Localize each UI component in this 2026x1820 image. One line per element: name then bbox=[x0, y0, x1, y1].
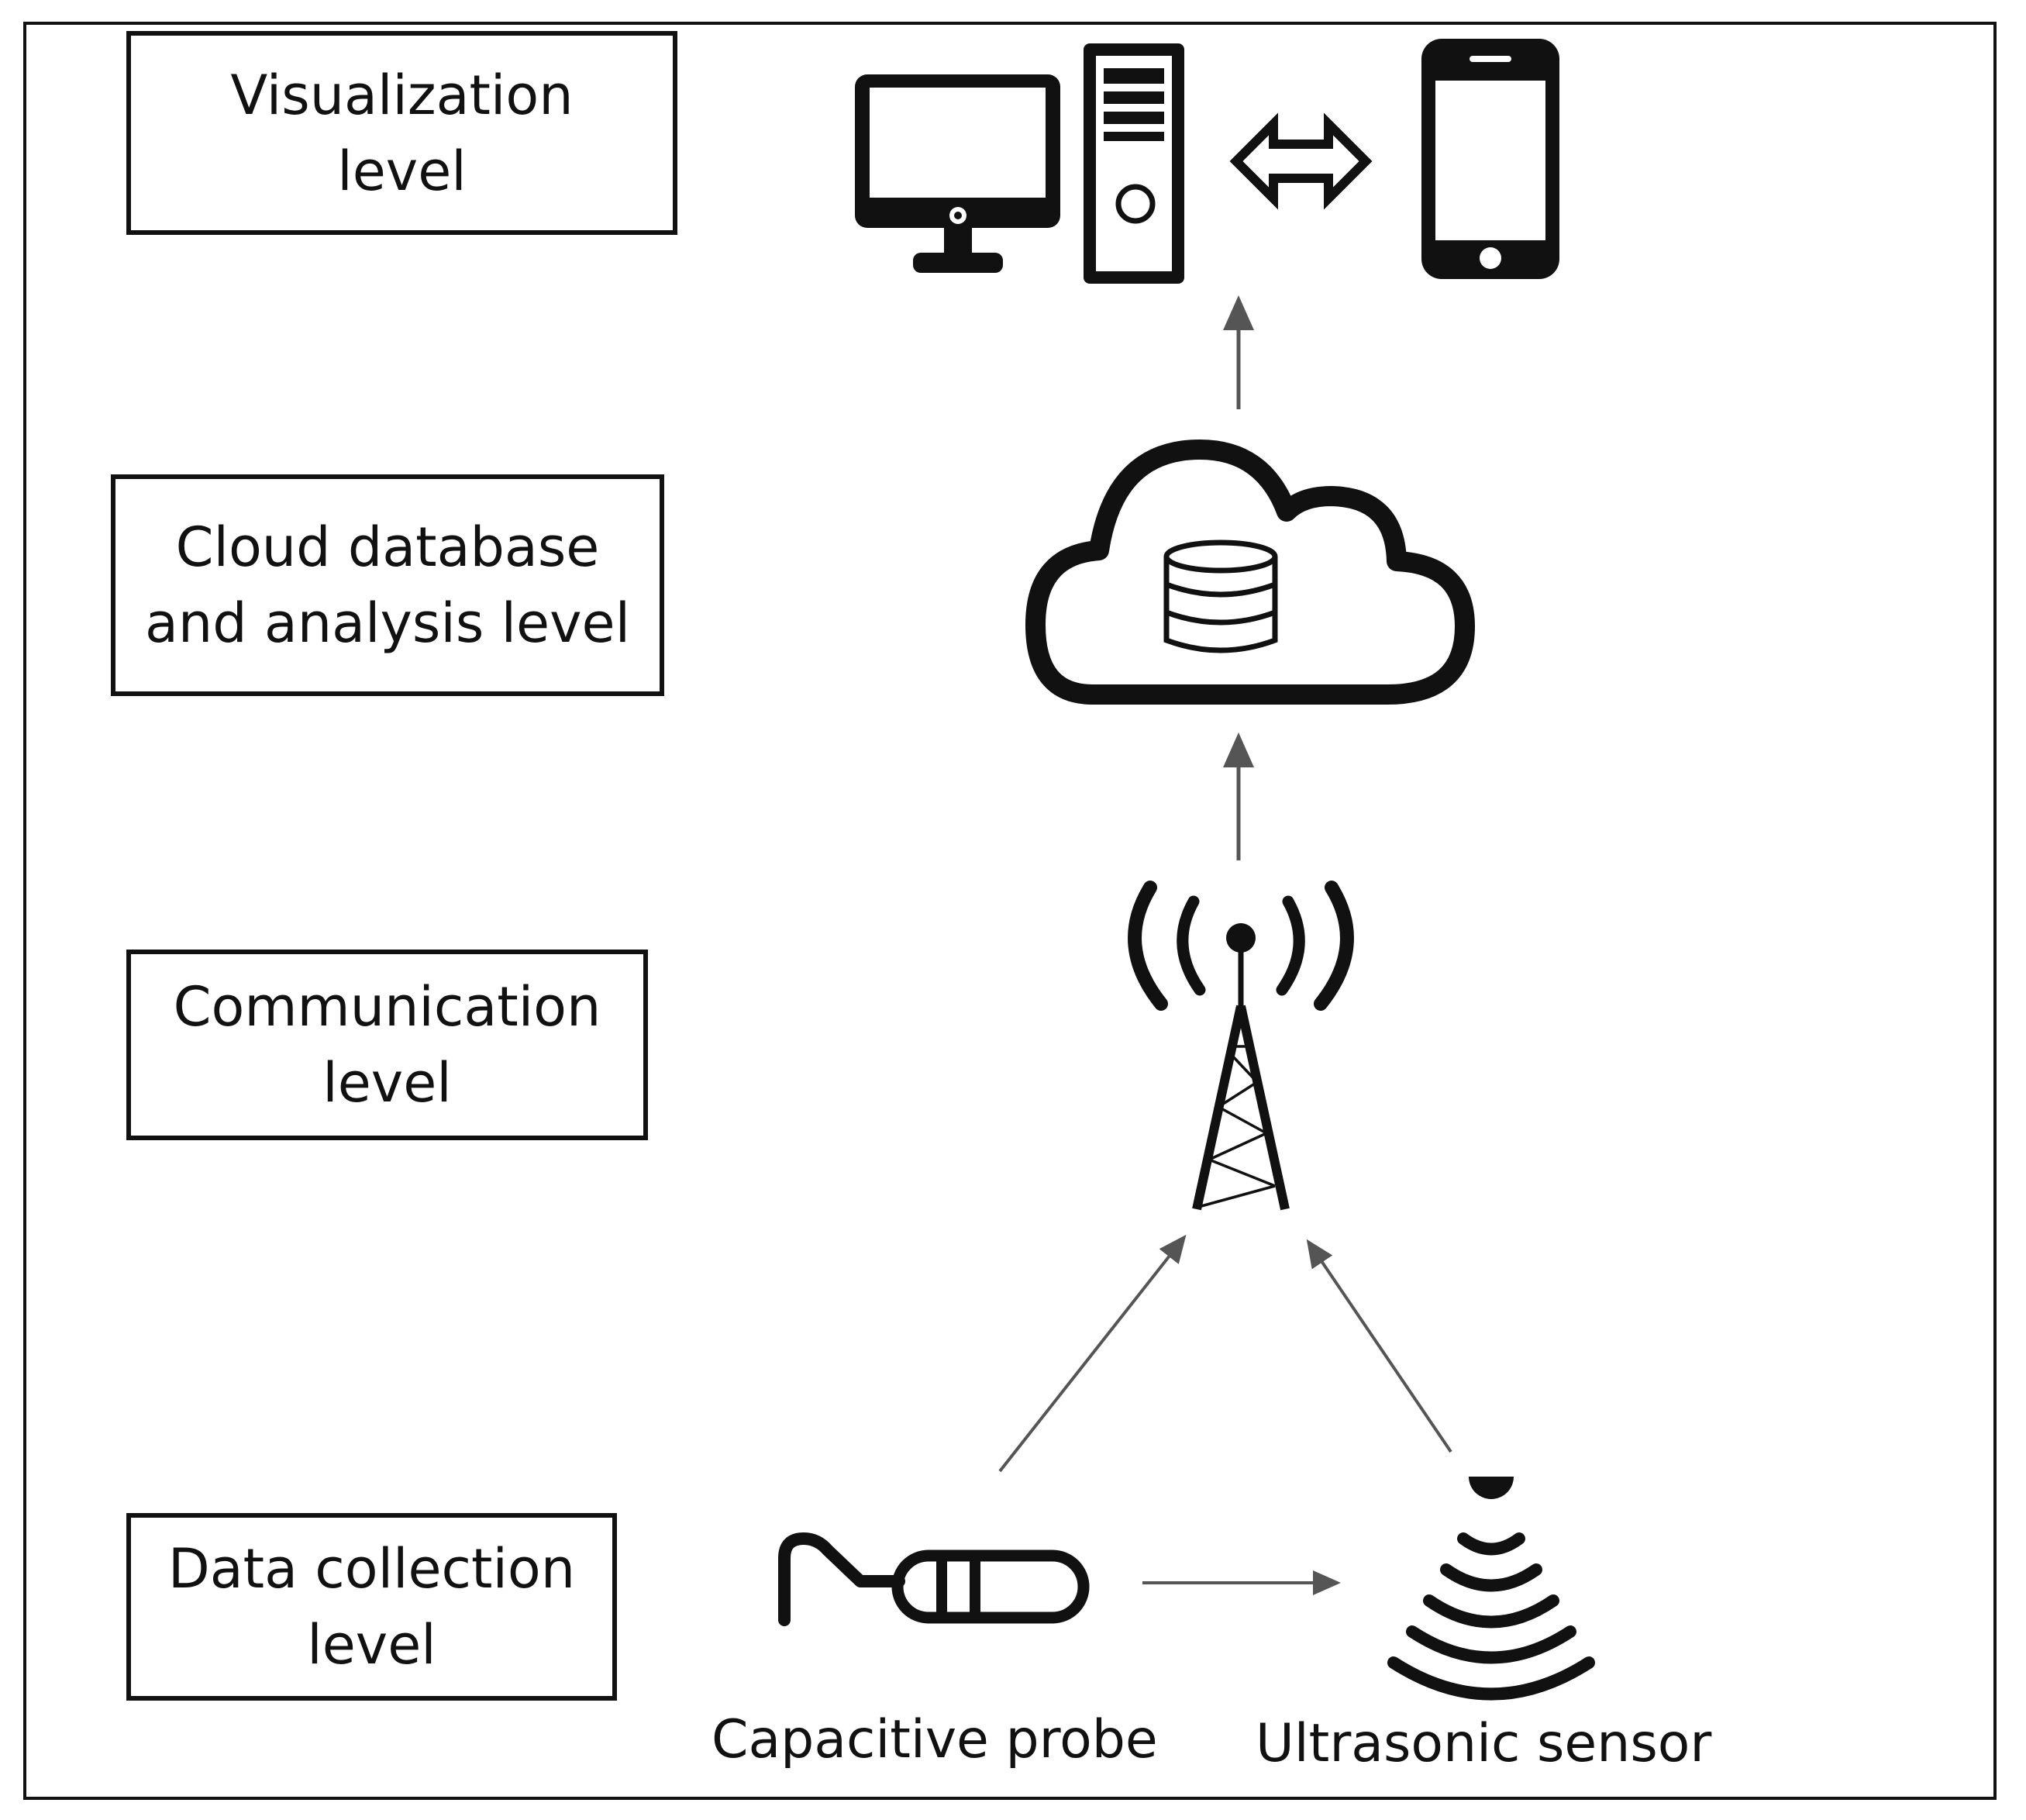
visualization-level-line1: Visualization bbox=[230, 63, 574, 127]
cloud-database-icon bbox=[1025, 439, 1475, 705]
ultrasonic-sensor-icon bbox=[1387, 1477, 1595, 1701]
arrow-sensor-to-tower bbox=[1306, 1239, 1452, 1453]
antenna-tower-icon bbox=[1128, 881, 1354, 1211]
visualization-level-box: Visualization level bbox=[126, 31, 677, 235]
cloud-level-line1: Cloud database bbox=[175, 515, 600, 579]
arrow-probe-to-tower bbox=[998, 1234, 1187, 1473]
pc-tower-icon bbox=[1084, 43, 1184, 284]
communication-level-line1: Communication bbox=[173, 975, 601, 1039]
capacitive-probe-caption: Capacitive probe bbox=[712, 1709, 1158, 1770]
capacitive-probe-icon bbox=[778, 1532, 1090, 1626]
communication-level-line2: level bbox=[322, 1051, 452, 1115]
cloud-level-line2: and analysis level bbox=[144, 591, 631, 655]
communication-level-box: Communication level bbox=[126, 950, 648, 1140]
outer-frame bbox=[23, 22, 1997, 1800]
double-arrow-icon bbox=[1229, 112, 1373, 210]
data-collection-level-box: Data collection level bbox=[126, 1513, 617, 1701]
data-collection-level-line1: Data collection bbox=[167, 1537, 576, 1601]
monitor-icon bbox=[855, 74, 1060, 273]
visualization-level-line2: level bbox=[337, 139, 467, 203]
cloud-level-box: Cloud database and analysis level bbox=[111, 474, 664, 696]
smartphone-icon bbox=[1421, 39, 1559, 279]
ultrasonic-sensor-caption: Ultrasonic sensor bbox=[1256, 1713, 1712, 1774]
data-collection-level-line2: level bbox=[307, 1613, 436, 1677]
